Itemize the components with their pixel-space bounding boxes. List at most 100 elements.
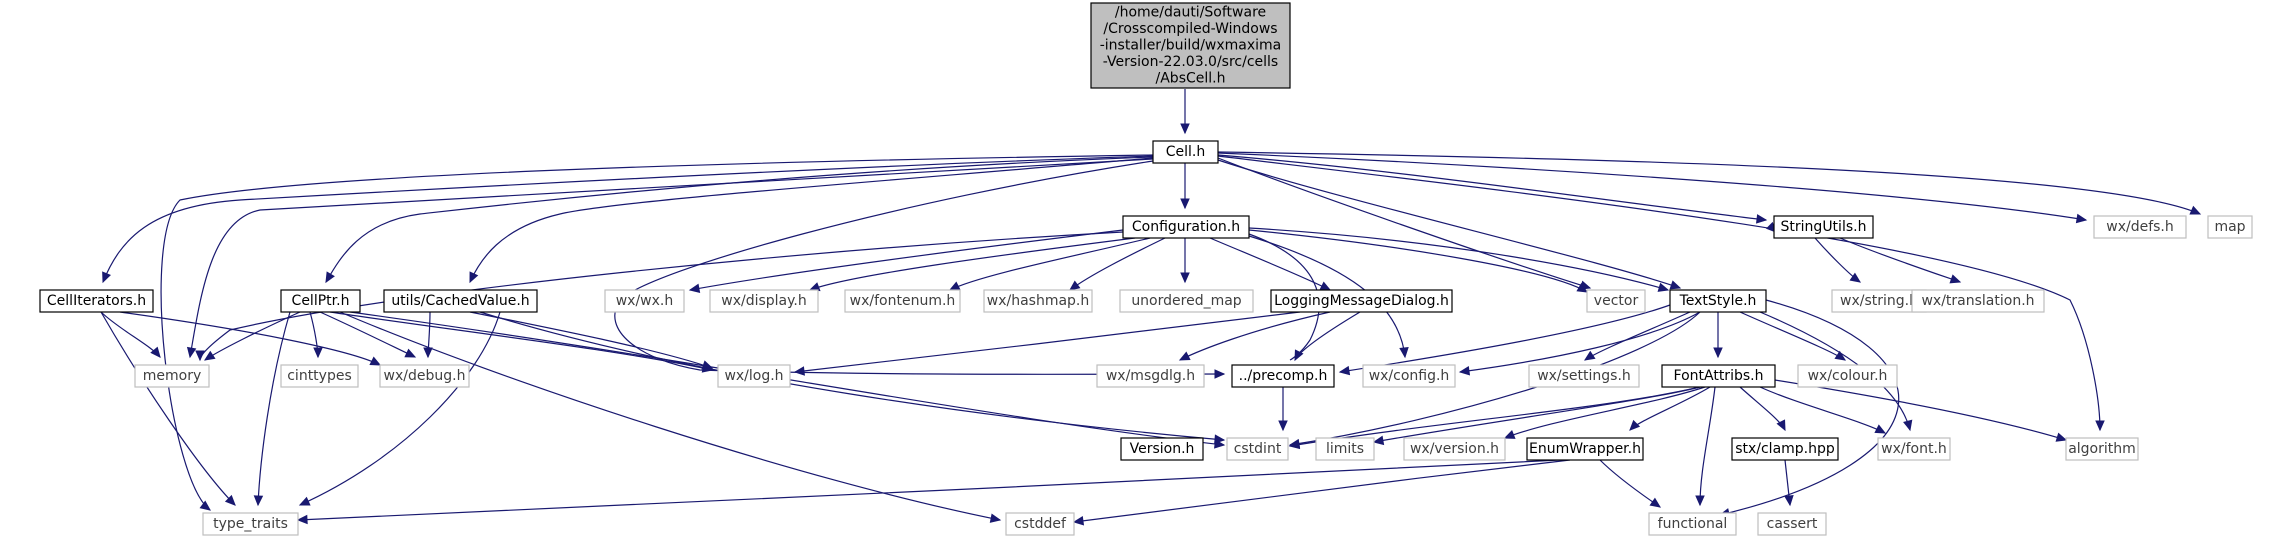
node-label: wx/string.h [1840, 293, 1918, 309]
node-wxfontenum[interactable]: wx/fontenum.h [844, 289, 961, 313]
node-celliter[interactable]: CellIterators.h [39, 289, 154, 313]
edge-arrowhead [1503, 430, 1516, 439]
node-wxwx[interactable]: wx/wx.h [604, 289, 685, 313]
edge-arrowhead [1784, 495, 1794, 507]
node-box [1005, 512, 1075, 536]
node-wxstring[interactable]: wx/string.h [1831, 289, 1927, 313]
edge-arrowhead [1180, 198, 1190, 210]
dependency-edge [1739, 311, 1846, 361]
node-label: wx/fontenum.h [850, 293, 956, 309]
node-cell[interactable]: Cell.h [1152, 140, 1219, 164]
node-cellptr[interactable]: CellPtr.h [280, 289, 361, 313]
edge-arrowhead [2075, 213, 2088, 224]
node-label: unordered_map [1131, 293, 1241, 309]
edge-arrowhead [1629, 419, 1641, 431]
edge-arrowhead [989, 513, 1002, 523]
node-cached[interactable]: utils/CachedValue.h [383, 289, 538, 313]
node-box [604, 289, 685, 313]
node-box [202, 512, 299, 536]
node-cinttypes[interactable]: cinttypes [280, 364, 359, 388]
node-precomp[interactable]: ../precomp.h [1231, 364, 1335, 388]
edge-arrowhead [1849, 272, 1862, 283]
dependency-edge [297, 459, 1561, 521]
node-label: wx/config.h [1369, 368, 1450, 384]
edge-arrowhead [102, 271, 111, 284]
node-vector[interactable]: vector [1586, 289, 1646, 313]
edge-arrowhead [688, 283, 701, 293]
node-wxdisplay[interactable]: wx/display.h [709, 289, 819, 313]
node-strutils[interactable]: StringUtils.h [1773, 215, 1874, 239]
node-box [39, 289, 154, 313]
node-box [1528, 364, 1640, 388]
edge-arrowhead [1338, 365, 1351, 376]
node-wxfont[interactable]: wx/font.h [1877, 437, 1951, 461]
node-cstdint[interactable]: cstdint [1226, 437, 1289, 461]
edge-arrowhead [325, 271, 335, 284]
node-limits[interactable]: limits [1315, 437, 1375, 461]
node-cassert[interactable]: cassert [1757, 512, 1827, 536]
node-cstddef[interactable]: cstddef [1005, 512, 1075, 536]
edge-arrowhead [1214, 434, 1226, 444]
dependency-edge [204, 311, 301, 361]
node-map[interactable]: map [2207, 215, 2253, 239]
node-label: functional [1658, 516, 1728, 532]
node-textstyle[interactable]: TextStyle.h [1669, 289, 1767, 313]
node-label: algorithm [2068, 441, 2136, 457]
node-clamp[interactable]: stx/clamp.hpp [1731, 437, 1839, 461]
node-label: limits [1326, 441, 1364, 457]
node-functional[interactable]: functional [1648, 512, 1737, 536]
dependency-edge [689, 229, 1124, 291]
node-wxtrans[interactable]: wx/translation.h [1911, 289, 2045, 313]
node-box [844, 289, 961, 313]
node-box [1877, 437, 1951, 461]
node-wxconfig[interactable]: wx/config.h [1362, 364, 1456, 388]
node-label: Version.h [1130, 441, 1195, 457]
dependency-edge [257, 311, 291, 506]
node-wxcolour[interactable]: wx/colour.h [1797, 364, 1898, 388]
edge-arrowhead [296, 514, 308, 525]
node-wxmsgdlg[interactable]: wx/msgdlg.h [1096, 364, 1205, 388]
dependency-edge [1179, 311, 1331, 361]
edge-arrowhead [1180, 123, 1190, 135]
node-box [709, 289, 819, 313]
edge-arrowhead [1949, 274, 1962, 284]
node-label: CellPtr.h [292, 293, 350, 309]
node-label: EnumWrapper.h [1529, 441, 1641, 457]
edge-arrowhead [1755, 214, 1768, 224]
edge-arrowhead [1874, 424, 1887, 434]
edge-arrowhead [1214, 369, 1226, 379]
node-umap[interactable]: unordered_map [1119, 289, 1254, 313]
dependency-edge [325, 156, 1154, 283]
node-fontattr[interactable]: FontAttribs.h [1661, 364, 1776, 388]
node-version[interactable]: Version.h [1120, 437, 1204, 461]
node-label: cstddef [1014, 516, 1067, 532]
node-wxdefs[interactable]: wx/defs.h [2093, 215, 2187, 239]
node-algorithm[interactable]: algorithm [2065, 437, 2139, 461]
edge-arrowhead [793, 366, 805, 376]
node-box [379, 364, 470, 388]
node-root[interactable]: /home/dauti/Software/Crosscompiled-Windo… [1090, 2, 1291, 89]
edge-arrowhead [948, 281, 961, 291]
node-label: /Crosscompiled-Windows [1103, 21, 1277, 37]
dependency-edge [1373, 386, 1701, 443]
node-wxdebug[interactable]: wx/debug.h [379, 364, 470, 388]
dependency-edge [949, 237, 1151, 291]
edge-arrowhead [2055, 432, 2068, 442]
node-config[interactable]: Configuration.h [1122, 215, 1250, 239]
node-memory[interactable]: memory [134, 364, 210, 388]
node-enumwrap[interactable]: EnumWrapper.h [1526, 437, 1644, 461]
node-wxhashmap[interactable]: wx/hashmap.h [983, 289, 1093, 313]
node-wxlog[interactable]: wx/log.h [717, 364, 791, 388]
node-logdlg[interactable]: LoggingMessageDialog.h [1270, 289, 1453, 313]
edge-arrowhead [469, 271, 479, 284]
node-wxsettings[interactable]: wx/settings.h [1528, 364, 1640, 388]
edge-arrowhead [1669, 280, 1682, 290]
node-wxversion[interactable]: wx/version.h [1403, 437, 1506, 461]
dependency-edge [1209, 237, 1331, 291]
node-label: wx/msgdlg.h [1106, 368, 1195, 384]
node-label: wx/colour.h [1808, 368, 1888, 384]
edge-arrowhead [1649, 497, 1662, 508]
node-box [1586, 289, 1646, 313]
dependency-edge [1217, 155, 2101, 431]
node-typetraits[interactable]: type_traits [202, 512, 299, 536]
